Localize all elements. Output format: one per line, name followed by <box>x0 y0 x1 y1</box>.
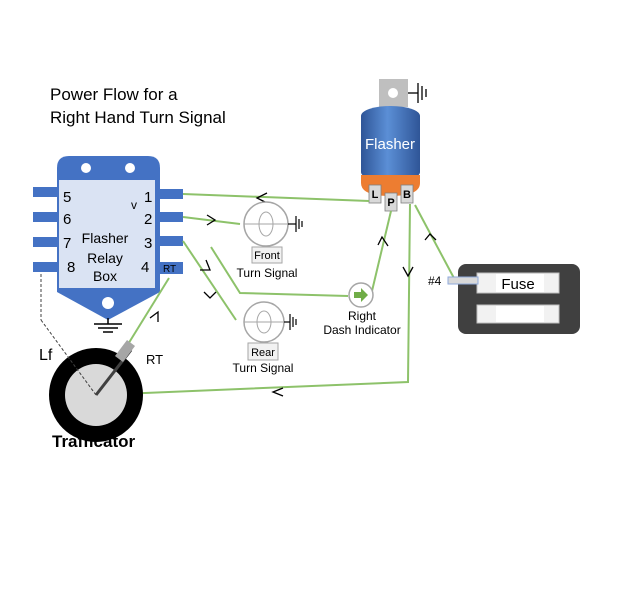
flasher-unit: Flasher L P B <box>361 79 420 212</box>
arrow-right-icon <box>354 288 368 302</box>
diagram-title-line2: Right Hand Turn Signal <box>50 108 226 127</box>
trafficator-title: Trafficator <box>52 432 136 451</box>
relay-pin-7: 7 <box>63 235 71 252</box>
wires <box>95 193 456 397</box>
diagram-title-line1: Power Flow for a <box>50 85 178 104</box>
flasher-label: Flasher <box>365 136 415 153</box>
relay-box: 5 6 7 8 1 2 3 4 RT v Flasher Relay Box <box>33 156 183 320</box>
front-lamp-label: Front <box>254 250 280 262</box>
trafficator: Lf RT Trafficator <box>39 274 163 451</box>
relay-pin-4: 4 <box>141 259 149 276</box>
fuse-label: Fuse <box>501 276 534 293</box>
trafficator-lf-label: Lf <box>39 347 53 364</box>
relay-label-1: Flasher <box>82 230 129 246</box>
flasher-ground-symbol <box>408 83 427 103</box>
trafficator-rt-label: RT <box>146 352 163 367</box>
relay-label-3: Box <box>93 268 117 284</box>
relay-ground-symbol <box>94 318 122 333</box>
dash-indicator-label-2: Dash Indicator <box>323 323 400 337</box>
relay-pin-5: 5 <box>63 189 71 206</box>
rear-lamp-caption: Turn Signal <box>233 361 294 375</box>
relay-label-2: Relay <box>87 250 123 266</box>
dash-indicator: Right Dash Indicator <box>323 282 401 337</box>
flasher-terminal-l: L <box>372 189 379 201</box>
relay-pin-1: 1 <box>144 189 152 206</box>
relay-pin-6: 6 <box>63 211 71 228</box>
wire-dash-branch <box>210 246 349 297</box>
wire-b-trafficator <box>95 203 411 396</box>
flasher-terminal-b: B <box>403 189 411 201</box>
wire-fuse-b <box>414 204 456 281</box>
relay-pin-rt: RT <box>163 264 176 275</box>
relay-pin-8: 8 <box>67 259 75 276</box>
fuse-terminal-label: #4 <box>428 274 442 288</box>
wire-pin2-front <box>182 216 241 225</box>
flow-arrows <box>149 192 437 397</box>
wire-l-to-pin1 <box>182 193 370 202</box>
rear-turn-signal: Rear Turn Signal <box>233 301 297 375</box>
front-turn-signal: Front Turn Signal <box>237 201 303 280</box>
rear-lamp-label: Rear <box>251 347 275 359</box>
relay-pin-3: 3 <box>144 235 152 252</box>
relay-pin-2: 2 <box>144 211 152 228</box>
wire-pin3-rear <box>182 240 237 321</box>
fuse-block: Fuse #4 <box>428 264 580 334</box>
dash-indicator-label-1: Right <box>348 309 377 323</box>
wire-p-dash <box>371 210 392 292</box>
relay-v-mark: v <box>131 198 137 212</box>
front-lamp-caption: Turn Signal <box>237 266 298 280</box>
flasher-terminal-p: P <box>387 197 394 209</box>
